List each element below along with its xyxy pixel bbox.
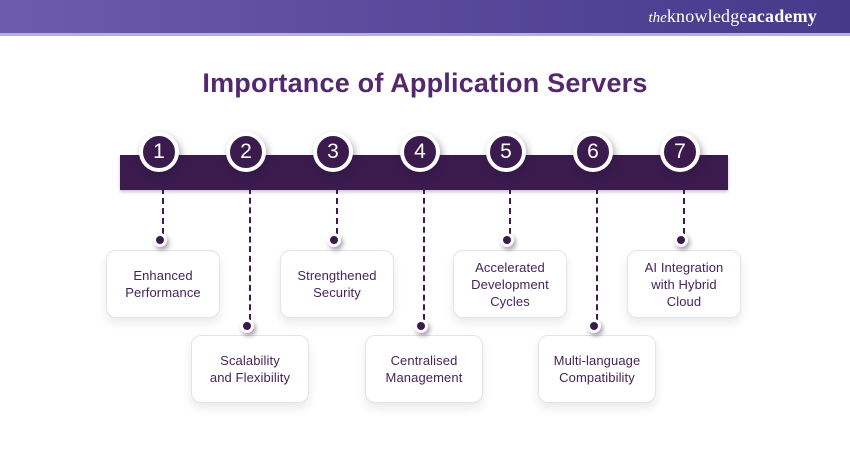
info-card-label: Strengthened Security — [297, 268, 377, 300]
logo-knowledge: knowledge — [666, 6, 748, 26]
info-card-label: Multi-language Compatibility — [553, 353, 641, 385]
info-card: Enhanced Performance — [106, 250, 220, 318]
step-number-circle: 4 — [400, 132, 440, 172]
logo-the: the — [648, 10, 667, 26]
info-card-label: Centralised Management — [385, 353, 463, 385]
step-number-circle: 5 — [486, 132, 526, 172]
info-card-label: Enhanced Performance — [125, 268, 201, 300]
connector-dot — [587, 319, 601, 333]
logo-academy: academy — [747, 6, 817, 26]
info-card-label: Accelerated Development Cycles — [471, 259, 549, 309]
info-card: AI Integration with Hybrid Cloud — [627, 250, 741, 318]
connector-line — [683, 188, 685, 234]
info-card: Strengthened Security — [280, 250, 394, 318]
connector-dot — [414, 319, 428, 333]
connector-dot — [153, 233, 167, 247]
connector-line — [423, 188, 425, 320]
connector-line — [509, 188, 511, 234]
connector-dot — [240, 319, 254, 333]
page-title: Importance of Application Servers — [202, 68, 648, 98]
info-card-label: AI Integration with Hybrid Cloud — [644, 259, 724, 309]
step-number-circle: 3 — [313, 132, 353, 172]
info-card: Scalability and Flexibility — [191, 335, 309, 403]
step-number-circle: 2 — [226, 132, 266, 172]
header-bar: theknowledgeacademy — [0, 0, 850, 36]
step-number-circle: 6 — [573, 132, 613, 172]
info-card: Multi-language Compatibility — [538, 335, 656, 403]
info-card: Centralised Management — [365, 335, 483, 403]
connector-line — [596, 188, 598, 320]
connector-line — [336, 188, 338, 234]
step-number-circle: 7 — [660, 132, 700, 172]
connector-dot — [674, 233, 688, 247]
info-card-label: Scalability and Flexibility — [209, 353, 291, 385]
connector-line — [162, 188, 164, 234]
step-number-circle: 1 — [139, 132, 179, 172]
connector-dot — [500, 233, 514, 247]
connector-dot — [327, 233, 341, 247]
connector-line — [249, 188, 251, 320]
brand-logo: theknowledgeacademy — [649, 6, 818, 27]
info-card: Accelerated Development Cycles — [453, 250, 567, 318]
